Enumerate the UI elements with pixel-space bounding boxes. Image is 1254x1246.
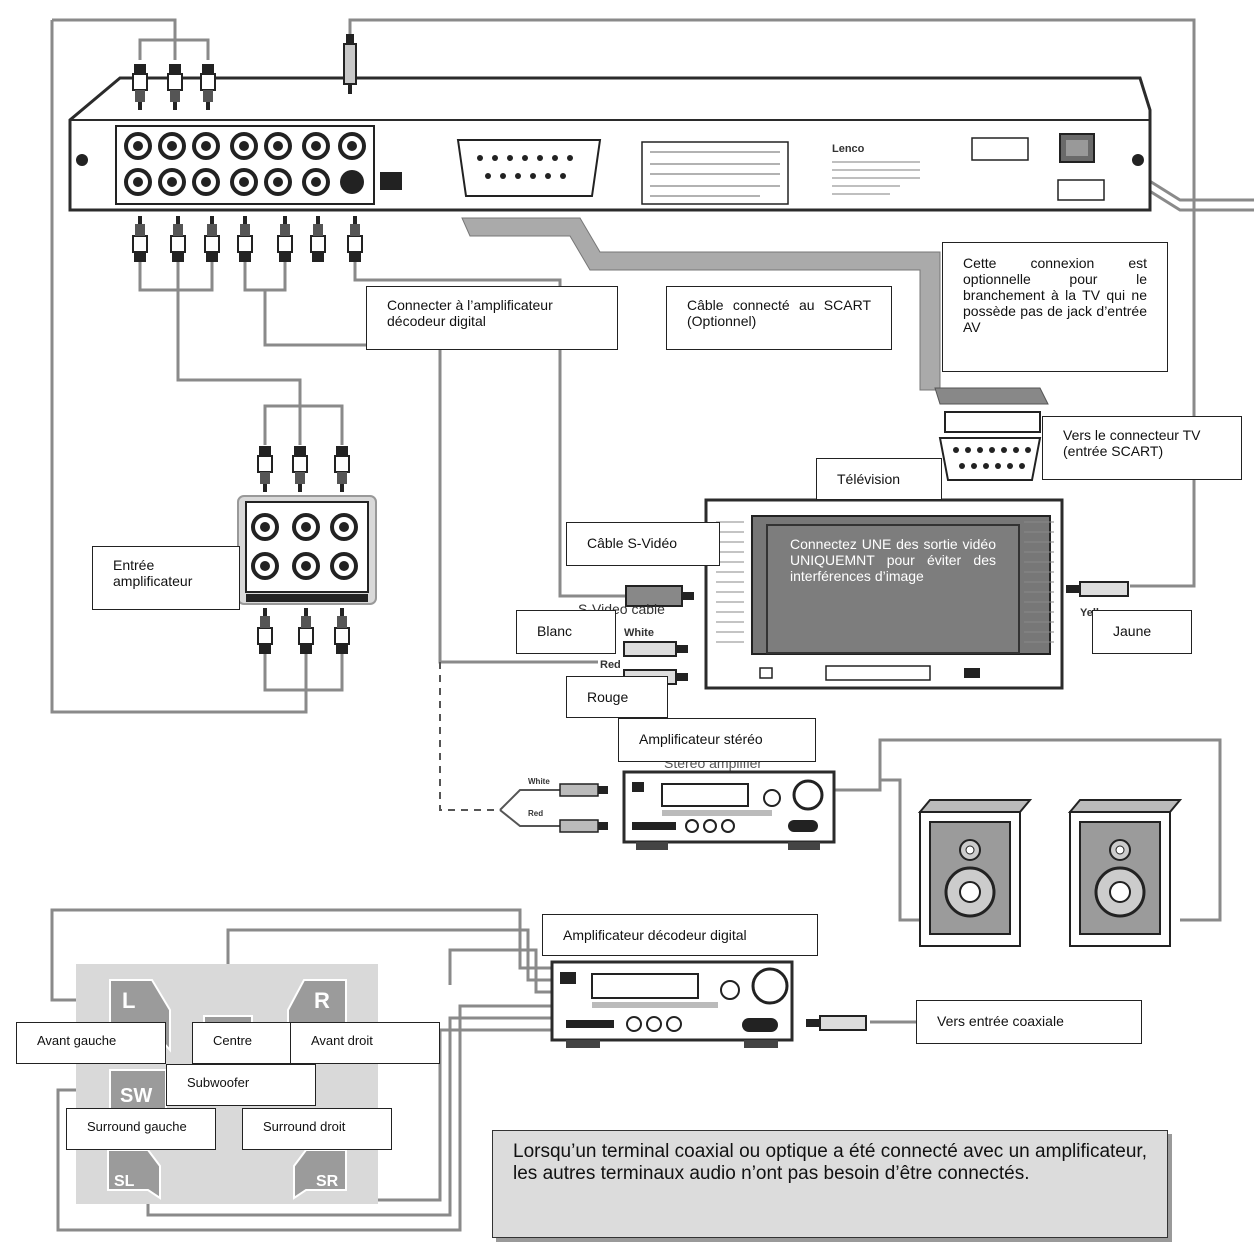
scart-port: [456, 139, 602, 197]
label-video-warning: Connectez UNE des sortie vidéo UNIQUEMNT…: [766, 524, 1020, 654]
top-rca-plugs: [132, 34, 357, 111]
output-jacks: [124, 132, 366, 196]
label-scart-cable: Câble connecté au SCART (Optionnel): [666, 286, 892, 350]
scart-ribbon: [461, 217, 941, 391]
svg-text:Red: Red: [600, 659, 621, 671]
label-coax-input: Vers entrée coaxiale: [916, 1000, 1142, 1044]
svg-text:SW: SW: [120, 1085, 152, 1107]
brand-logo: Lenco: [832, 143, 865, 155]
svg-text:White: White: [528, 777, 550, 786]
svg-text:R: R: [314, 988, 330, 1013]
label-subwoofer: Subwoofer: [166, 1064, 316, 1106]
svg-text:SR: SR: [316, 1173, 339, 1190]
svg-text:Red: Red: [528, 809, 543, 818]
label-svideo-cable: Câble S-Vidéo: [566, 522, 720, 566]
label-tv-scart-input: Vers le connecteur TV (entrée SCART): [1042, 416, 1242, 480]
stereo-amplifier: Stereo amplifier White Red: [528, 755, 836, 850]
label-digital-amp: Amplificateur décodeur digital: [542, 914, 818, 956]
optical-port: [380, 172, 402, 190]
label-surround-right: Surround droit: [242, 1108, 392, 1150]
tv-speaker-grille-left: [716, 521, 744, 643]
label-television: Télévision: [816, 458, 942, 500]
label-scart-optional: Cette connexion est optionnelle pour le …: [942, 242, 1168, 372]
scart-plug: [938, 437, 1042, 481]
speaker-surround-left: SL: [107, 1149, 161, 1200]
svg-text:SL: SL: [114, 1173, 135, 1190]
svg-text:L: L: [122, 988, 135, 1013]
speaker-subwoofer: SW: [109, 1069, 167, 1111]
label-center: Centre: [192, 1022, 292, 1064]
stereo-speaker-left: [917, 799, 1033, 947]
label-white: Blanc: [516, 610, 616, 654]
dashed-cable: [439, 662, 500, 811]
dvd-player-rear: Lenco: [68, 76, 1152, 212]
label-front-left: Avant gauche: [16, 1022, 166, 1064]
label-yellow: Jaune: [1092, 610, 1192, 654]
label-surround-left: Surround gauche: [66, 1108, 216, 1150]
stereo-speaker-right: [1067, 799, 1183, 947]
tv-input-plugs: S-Video cable White Red Yell: [578, 581, 1129, 685]
svg-text:White: White: [624, 627, 654, 639]
digital-amplifier: [550, 960, 867, 1048]
speaker-surround-right: SR: [293, 1149, 347, 1200]
label-red: Rouge: [566, 676, 668, 718]
label-stereo-amp: Amplificateur stéréo: [618, 718, 816, 762]
note-coaxial-optical: Lorsqu’un terminal coaxial ou optique a …: [492, 1130, 1168, 1238]
amp-input-block: [237, 445, 377, 692]
label-amp-input: Entrée amplificateur: [92, 546, 240, 610]
tv-speaker-grille-right: [1024, 521, 1054, 643]
bottom-rca-plugs: [132, 215, 363, 263]
label-front-right: Avant droit: [290, 1022, 440, 1064]
label-connect-digital-amp: Connecter à l’amplificateur décodeur dig…: [366, 286, 618, 350]
